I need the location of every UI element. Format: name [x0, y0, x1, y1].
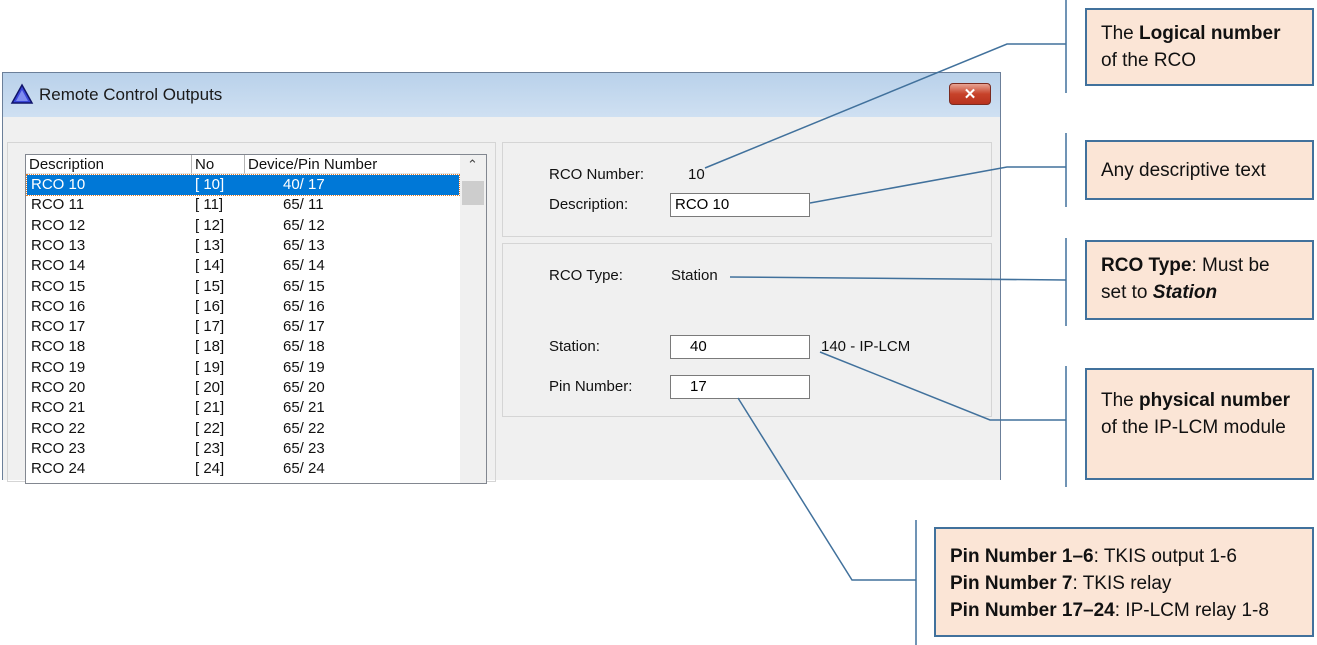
row-description: RCO 13: [31, 236, 86, 254]
row-no: [ 13]: [195, 236, 225, 254]
row-device-pin: 65/ 14: [283, 257, 325, 275]
row-description: RCO 18: [31, 338, 86, 356]
rco-type-group: [502, 243, 992, 417]
list-row[interactable]: RCO 16 [ 16] 65/ 16: [27, 297, 459, 317]
connector-type: [729, 276, 1067, 281]
row-description: RCO 11: [31, 196, 85, 214]
row-device-pin: 65/ 21: [283, 399, 325, 417]
column-header-description[interactable]: Description: [26, 155, 192, 174]
row-description: RCO 22: [31, 419, 86, 437]
close-button[interactable]: ✕: [949, 83, 991, 105]
pin-number-label: Pin Number:: [549, 378, 633, 395]
column-header-no[interactable]: No: [192, 155, 245, 174]
row-no: [ 18]: [195, 338, 225, 356]
row-no: [ 22]: [195, 419, 225, 437]
row-no: [ 12]: [195, 216, 225, 234]
rco-list[interactable]: Description No Device/Pin Number RCO 10 […: [25, 154, 487, 484]
row-device-pin: 65/ 18: [283, 338, 325, 356]
rco-number-label: RCO Number:: [549, 166, 645, 183]
callout-physical-number: The physical number of the IP-LCM module: [1085, 368, 1314, 480]
row-no: [ 15]: [195, 277, 225, 295]
connector-station: [819, 351, 1066, 421]
row-description: RCO 10: [31, 176, 86, 193]
description-label: Description:: [549, 196, 629, 213]
rco-number-value: 10: [688, 166, 705, 183]
station-info: 140 - IP-LCM: [821, 338, 911, 355]
row-description: RCO 17: [31, 318, 86, 336]
station-label: Station:: [549, 338, 600, 355]
list-row[interactable]: RCO 19 [ 19] 65/ 19: [27, 358, 459, 378]
title-bar: Remote Control Outputs ✕: [3, 73, 1000, 117]
row-device-pin: 65/ 23: [283, 439, 325, 457]
row-no: [ 10]: [195, 176, 225, 193]
scroll-up-arrow-icon[interactable]: ⌃: [467, 157, 478, 172]
row-description: RCO 15: [31, 277, 86, 295]
list-row[interactable]: RCO 11 [ 11] 65/ 11: [27, 195, 459, 215]
pin-range-1: Pin Number 1–6: TKIS output 1-6: [950, 546, 1237, 567]
row-device-pin: 65/ 20: [283, 379, 325, 396]
row-description: RCO 24: [31, 460, 86, 478]
scrollbar-thumb[interactable]: [462, 181, 484, 205]
row-no: [ 14]: [195, 257, 225, 275]
connector-pin: [737, 397, 916, 581]
window-title: Remote Control Outputs: [39, 85, 223, 104]
row-device-pin: 65/ 24: [283, 460, 325, 478]
row-description: RCO 12: [31, 216, 86, 234]
rco-type-value: Station: [671, 267, 718, 284]
list-row[interactable]: RCO 10 [ 10] 40/ 17: [26, 174, 460, 196]
row-description: RCO 20: [31, 379, 86, 396]
list-row[interactable]: RCO 18 [ 18] 65/ 18: [27, 337, 459, 357]
list-row[interactable]: RCO 22 [ 22] 65/ 22: [27, 419, 459, 439]
row-description: RCO 16: [31, 297, 86, 315]
row-device-pin: 40/ 17: [283, 176, 325, 193]
row-description: RCO 21: [31, 399, 86, 417]
row-no: [ 24]: [195, 460, 225, 478]
row-no: [ 11]: [195, 196, 224, 214]
list-row[interactable]: RCO 24 [ 24] 65/ 24: [27, 459, 459, 479]
connector-logical: [704, 43, 1066, 169]
rco-identity-group: [502, 142, 992, 237]
row-description: RCO 19: [31, 358, 86, 376]
callout-pin-numbers: Pin Number 1–6: TKIS output 1-6 Pin Numb…: [934, 527, 1314, 637]
row-device-pin: 65/ 16: [283, 297, 325, 315]
column-header-device-pin[interactable]: Device/Pin Number: [245, 155, 460, 174]
list-row[interactable]: RCO 17 [ 17] 65/ 17: [27, 317, 459, 337]
row-device-pin: 65/ 11: [283, 196, 324, 214]
description-input[interactable]: RCO 10: [670, 193, 810, 217]
list-row[interactable]: RCO 20 [ 20] 65/ 20: [27, 378, 459, 398]
callout-logical-number: The Logical number of the RCO: [1085, 8, 1314, 86]
remote-control-outputs-window: Remote Control Outputs ✕ Description No …: [2, 72, 1001, 484]
row-no: [ 21]: [195, 399, 225, 417]
callout-rco-type: RCO Type: Must be set to Station: [1085, 240, 1314, 320]
callout-description: Any descriptive text: [1085, 140, 1314, 200]
pin-number-input[interactable]: 17: [670, 375, 810, 399]
list-row[interactable]: RCO 13 [ 13] 65/ 13: [27, 236, 459, 256]
connector-description: [809, 166, 1066, 204]
row-device-pin: 65/ 15: [283, 277, 325, 295]
pin-range-2: Pin Number 7: TKIS relay: [950, 573, 1172, 594]
row-device-pin: 65/ 22: [283, 419, 325, 437]
row-no: [ 17]: [195, 318, 225, 336]
row-no: [ 16]: [195, 297, 225, 315]
row-device-pin: 65/ 19: [283, 358, 325, 376]
vertical-scrollbar[interactable]: ⌃: [460, 155, 486, 483]
list-row[interactable]: RCO 21 [ 21] 65/ 21: [27, 398, 459, 418]
row-description: RCO 23: [31, 439, 86, 457]
row-device-pin: 65/ 12: [283, 216, 325, 234]
app-triangle-icon: [10, 83, 34, 104]
row-no: [ 20]: [195, 379, 225, 396]
row-device-pin: 65/ 17: [283, 318, 325, 336]
station-input[interactable]: 40: [670, 335, 810, 359]
list-row[interactable]: RCO 15 [ 15] 65/ 15: [27, 277, 459, 297]
row-device-pin: 65/ 13: [283, 236, 325, 254]
pin-range-3: Pin Number 17–24: IP-LCM relay 1-8: [950, 600, 1269, 621]
row-no: [ 19]: [195, 358, 225, 376]
row-no: [ 23]: [195, 439, 225, 457]
list-row[interactable]: RCO 14 [ 14] 65/ 14: [27, 256, 459, 276]
list-row[interactable]: RCO 12 [ 12] 65/ 12: [27, 216, 459, 236]
row-description: RCO 14: [31, 257, 86, 275]
rco-type-label: RCO Type:: [549, 267, 623, 284]
list-row[interactable]: RCO 23 [ 23] 65/ 23: [27, 439, 459, 459]
